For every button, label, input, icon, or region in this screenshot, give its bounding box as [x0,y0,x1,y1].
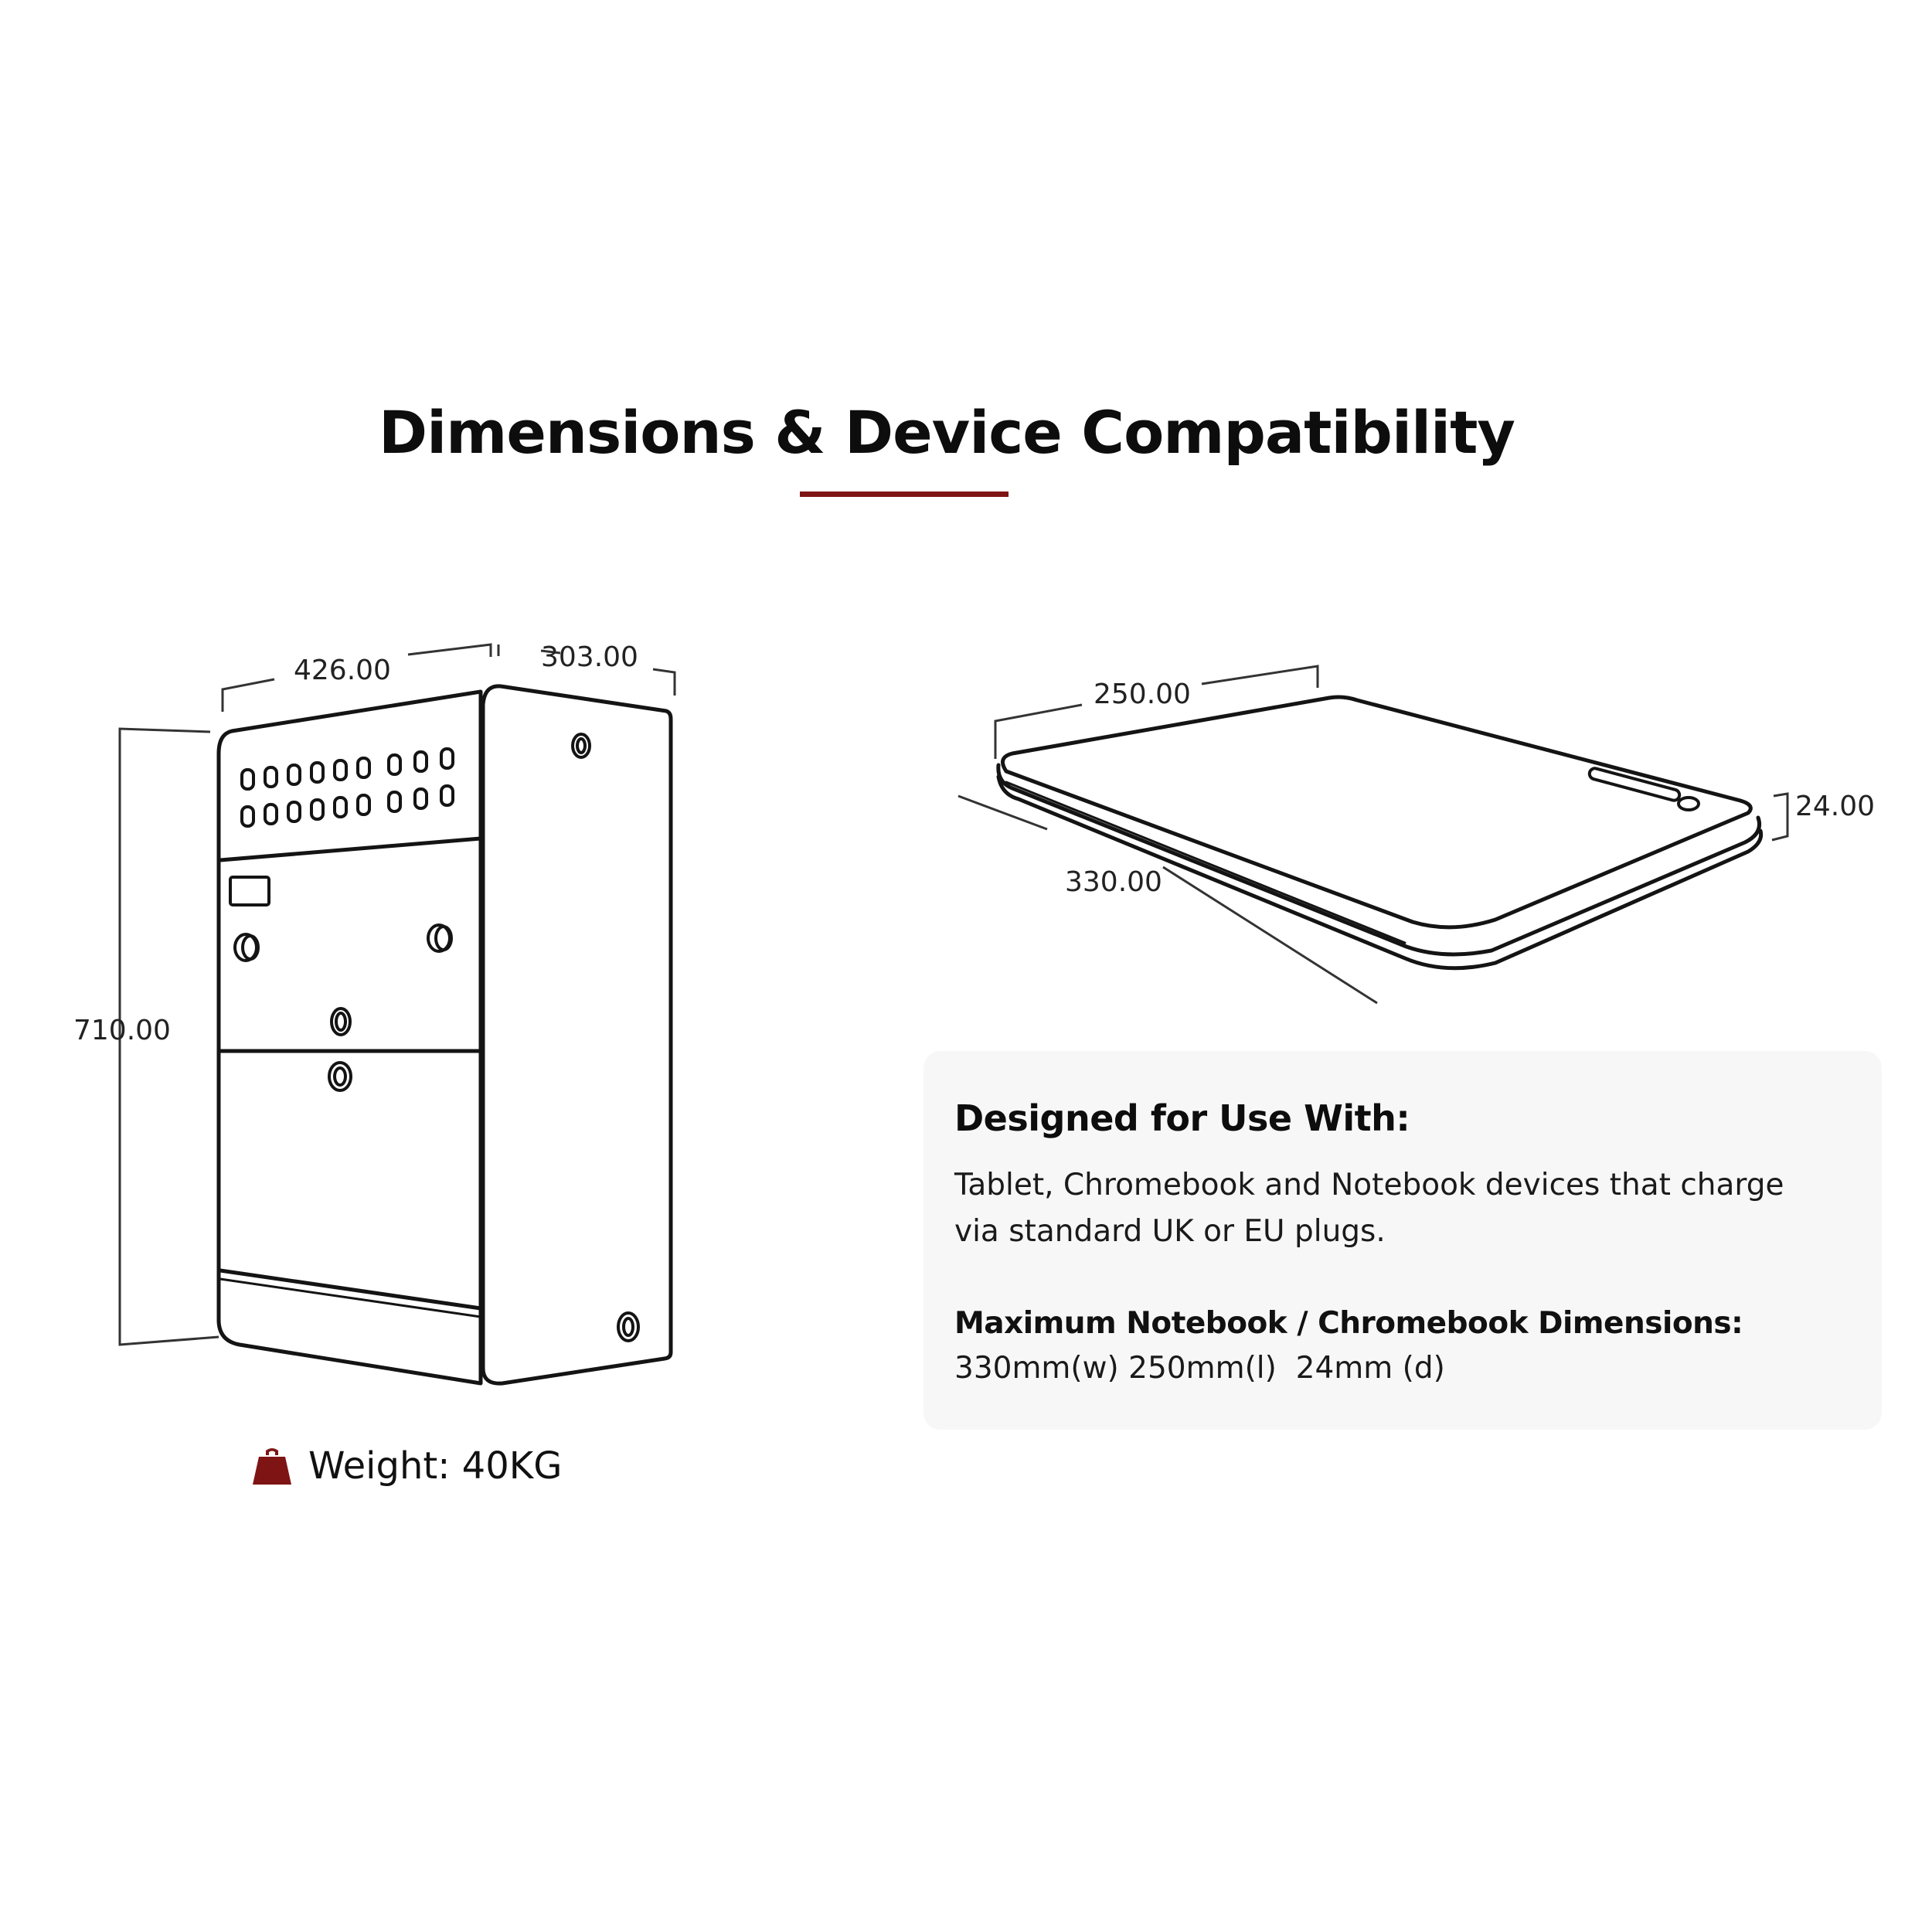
device-speaker-slot [1587,767,1682,802]
card-body: Tablet, Chromebook and Notebook devices … [954,1162,1851,1255]
lock-icon [330,1007,352,1036]
cabinet-drawing [216,684,673,1386]
device-dimension-lines [957,665,1789,1005]
cabinet-front-face [216,689,483,1386]
weight-row: Weight: 40KG [251,1439,562,1493]
cabinet-slots [240,747,454,828]
lock-icon [427,923,453,953]
compatibility-card: Designed for Use With: Tablet, Chromeboo… [923,1051,1882,1430]
lock-icon [571,733,591,759]
lock-icon [617,1311,640,1342]
device-width-label: 330.00 [1065,866,1162,898]
weight-text: Weight: 40KG [308,1444,563,1488]
card-heading: Designed for Use With: [954,1097,1410,1139]
cabinet-side-face [481,684,673,1386]
device-depth-label: 24.00 [1795,791,1875,822]
lock-icon [328,1061,352,1092]
device-length-label: 250.00 [1094,679,1191,710]
cabinet-panel-line [218,1268,483,1311]
card-body-line: via standard UK or EU plugs. [954,1214,1386,1249]
card-body-line: Tablet, Chromebook and Notebook devices … [954,1168,1784,1202]
device-camera-dot [1677,796,1700,811]
cabinet-display [229,876,270,906]
cabinet-panel-line [218,836,483,862]
cabinet-dimension-lines [118,643,676,1346]
cabinet-depth-label: 303.00 [541,641,638,673]
page-title: Dimensions & Device Compatibility [379,398,1515,467]
device-edge [996,763,1762,957]
lock-icon [233,933,260,962]
card-subheading: Maximum Notebook / Chromebook Dimensions… [954,1306,1743,1341]
cabinet-width-label: 426.00 [294,655,391,686]
cabinet-panel-line [219,1277,482,1318]
weight-icon [253,1448,291,1485]
device-edge [996,774,1764,971]
device-top-face [1001,695,1753,930]
cabinet-height-label: 710.00 [73,1015,171,1046]
device-edge-line [1005,781,1406,944]
device-drawing [996,695,1764,971]
card-dimensions: 330mm(w) 250mm(l) 24mm (d) [954,1351,1445,1386]
title-underline [800,492,1009,497]
